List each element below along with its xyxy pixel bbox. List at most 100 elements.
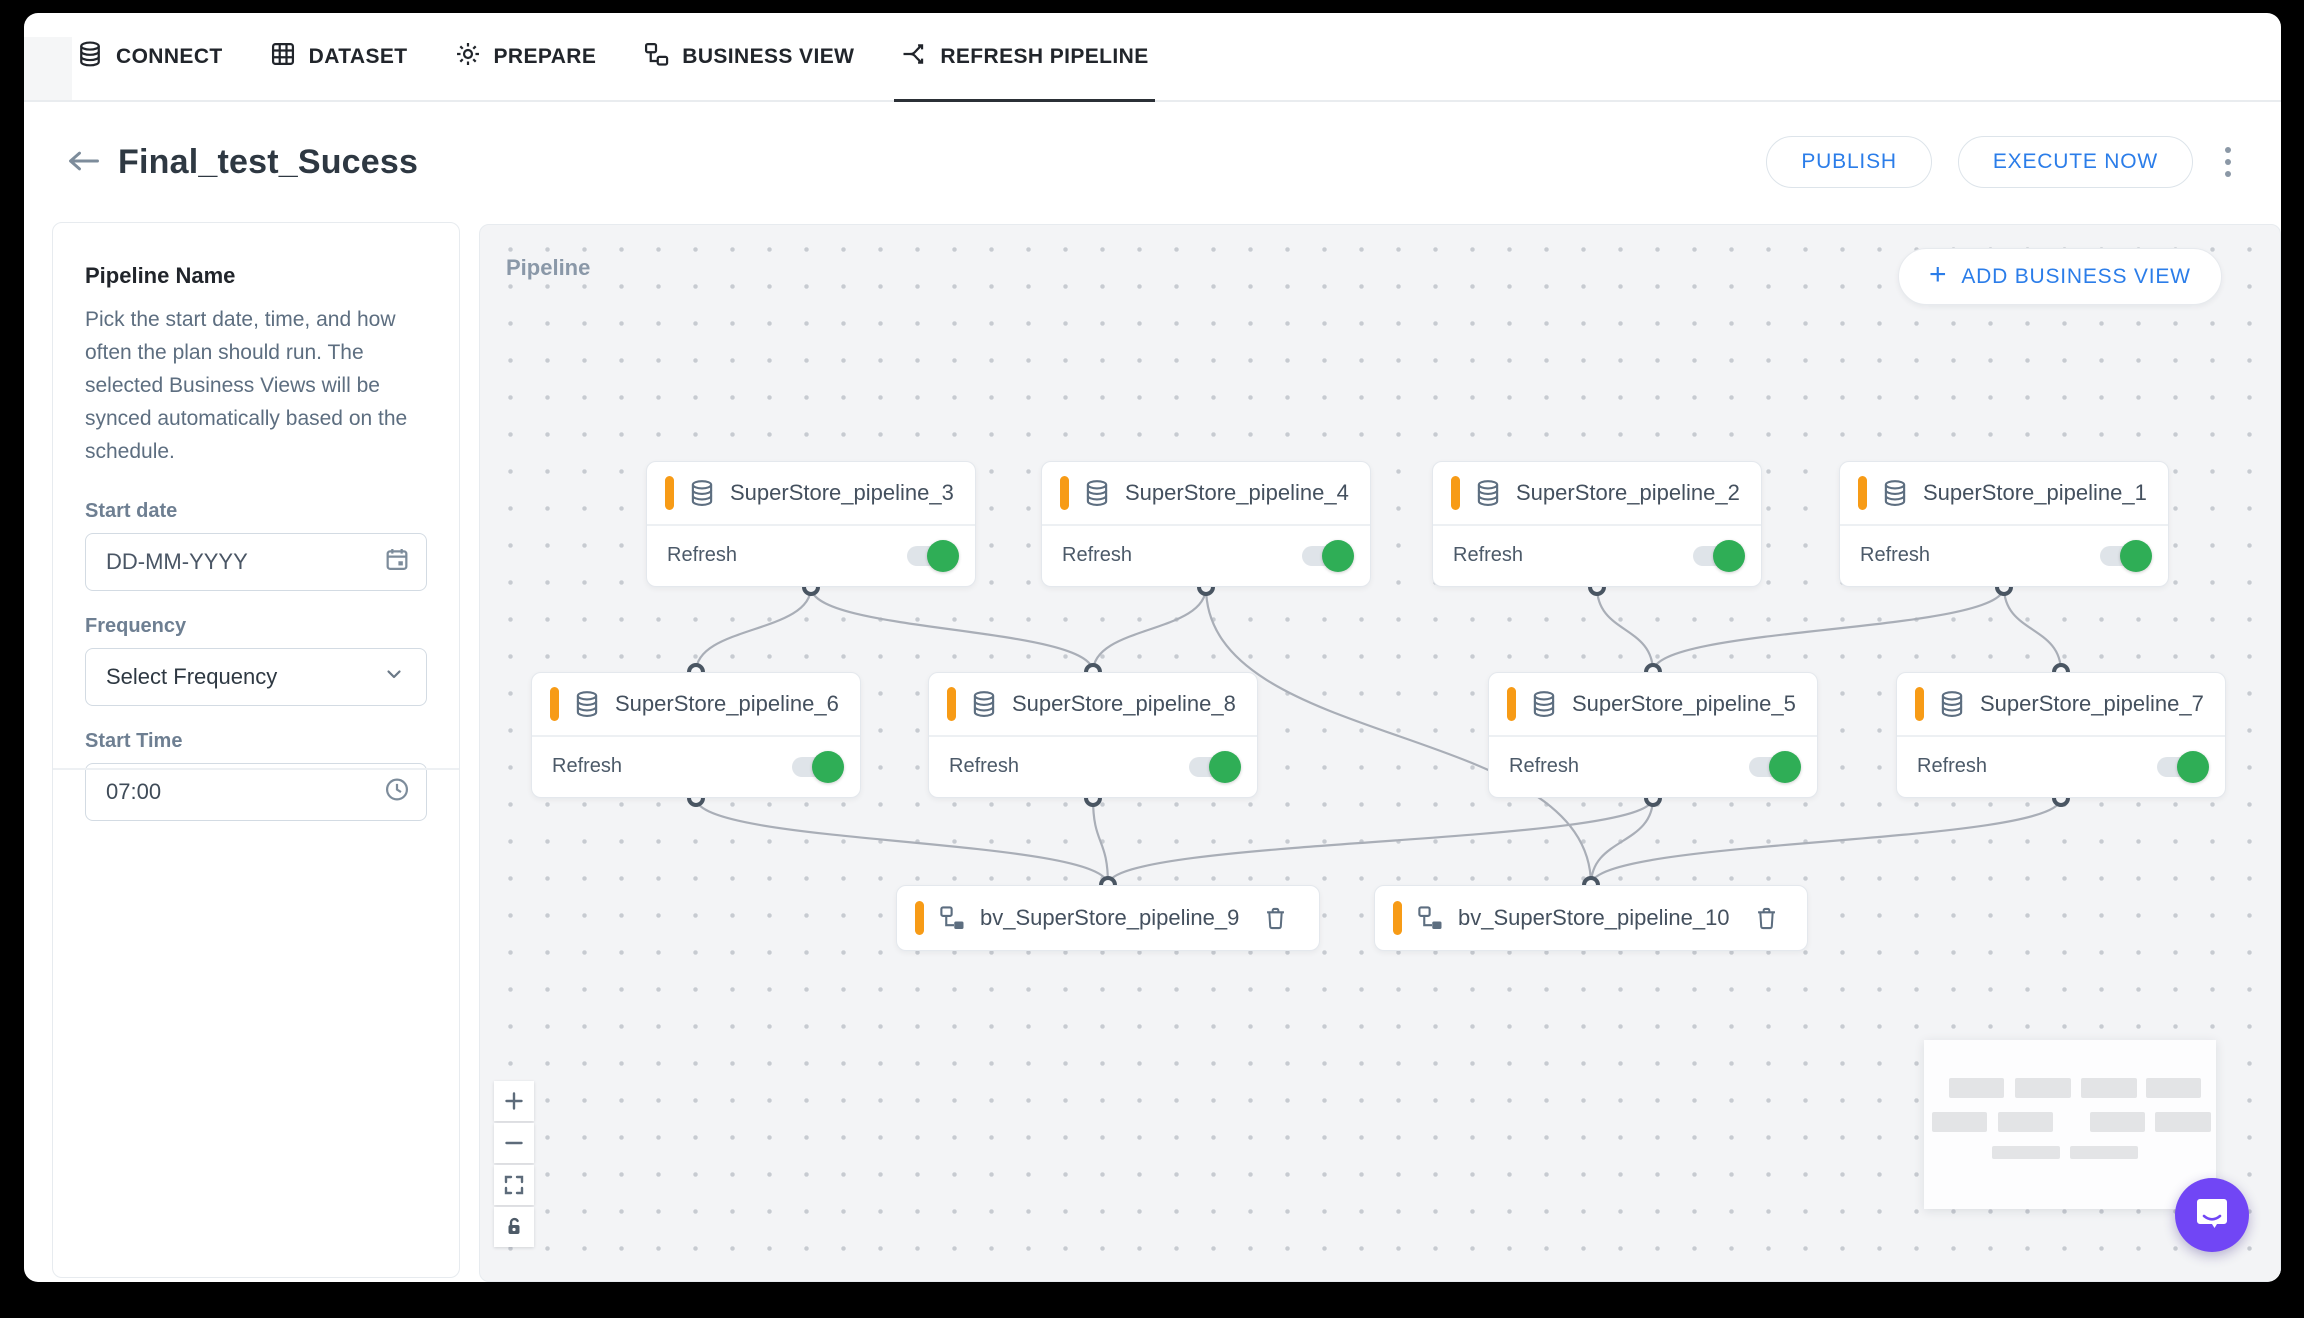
status-pill [1393, 901, 1402, 935]
top-navigation: CONNECT DATASET PREPARE BUSINESS VIEW RE… [24, 13, 2281, 102]
node-title: SuperStore_pipeline_5 [1572, 691, 1796, 716]
database-icon [76, 40, 104, 74]
dataset-icon [1082, 478, 1112, 508]
execute-now-button[interactable]: EXECUTE NOW [1957, 136, 2193, 188]
frequency-label: Frequency [85, 615, 187, 637]
start-time-label: Start Time [85, 730, 183, 752]
refresh-toggle[interactable] [792, 750, 844, 783]
toggle-knob [1769, 750, 1801, 783]
tab-refresh-pipeline[interactable]: REFRESH PIPELINE [894, 13, 1155, 102]
node-title: SuperStore_pipeline_1 [1923, 480, 2147, 505]
minimap-node [2015, 1078, 2071, 1098]
tab-connect[interactable]: CONNECT [76, 13, 223, 100]
frequency-select[interactable]: Select Frequency [85, 648, 427, 706]
pipeline-canvas[interactable]: Pipeline + ADD BUSINESS VIEW SuperStore_… [479, 224, 2281, 1282]
sitemap-icon [642, 40, 670, 74]
business-view-node[interactable]: bv_SuperStore_pipeline_10 [1374, 885, 1808, 951]
pipeline-icon [900, 40, 928, 74]
refresh-toggle[interactable] [907, 539, 959, 572]
sidebar-divider [53, 768, 459, 770]
table-icon [269, 40, 297, 74]
refresh-label: Refresh [1453, 544, 1524, 566]
dataset-icon [687, 478, 717, 508]
refresh-toggle[interactable] [1302, 539, 1354, 572]
delete-node-button[interactable] [1753, 905, 1780, 932]
clock-icon[interactable] [383, 776, 411, 809]
status-pill [550, 687, 559, 721]
sidebar-description: Pick the start date, time, and how often… [85, 308, 408, 463]
minimap-node [2146, 1078, 2201, 1098]
zoom-in-button[interactable] [494, 1081, 534, 1121]
lock-button[interactable] [494, 1207, 534, 1247]
refresh-toggle[interactable] [1749, 750, 1801, 783]
nav-left-sliver [24, 37, 72, 100]
minimap-node [1949, 1078, 2004, 1098]
status-pill [947, 687, 956, 721]
tab-label: CONNECT [116, 44, 223, 68]
node-title: SuperStore_pipeline_3 [730, 480, 954, 505]
tab-label: DATASET [308, 44, 408, 68]
node-title: SuperStore_pipeline_2 [1516, 480, 1740, 505]
more-options-button[interactable] [2219, 141, 2237, 183]
zoom-out-button[interactable] [494, 1123, 534, 1163]
toggle-knob [927, 539, 959, 572]
status-pill [915, 901, 924, 935]
status-pill [1451, 476, 1460, 510]
toggle-knob [1209, 750, 1241, 783]
refresh-toggle[interactable] [2157, 750, 2209, 783]
fit-view-button[interactable] [494, 1165, 534, 1205]
add-business-view-label: ADD BUSINESS VIEW [1961, 264, 2191, 288]
publish-button[interactable]: PUBLISH [1766, 136, 1932, 188]
canvas-title: Pipeline [506, 255, 591, 280]
status-pill [1858, 476, 1867, 510]
sidebar-heading: Pipeline Name [85, 263, 236, 288]
minimap-node [2090, 1112, 2145, 1132]
refresh-label: Refresh [552, 755, 623, 777]
node-divider [1897, 735, 2225, 737]
node-title: SuperStore_pipeline_8 [1012, 691, 1236, 716]
status-pill [665, 476, 674, 510]
refresh-label: Refresh [949, 755, 1020, 777]
tab-prepare[interactable]: PREPARE [454, 13, 597, 100]
chat-launcher-button[interactable] [2175, 1178, 2249, 1252]
refresh-label: Refresh [1917, 755, 1988, 777]
node-divider [532, 735, 860, 737]
delete-node-button[interactable] [1262, 905, 1289, 932]
dataset-icon [572, 689, 602, 719]
refresh-toggle[interactable] [2100, 539, 2152, 572]
node-title: SuperStore_pipeline_6 [615, 691, 839, 716]
start-time-input[interactable] [85, 763, 427, 821]
minimap[interactable] [1924, 1040, 2216, 1209]
start-date-input[interactable] [85, 533, 427, 591]
node-title: SuperStore_pipeline_4 [1125, 480, 1349, 505]
minimap-node [2155, 1112, 2211, 1132]
refresh-label: Refresh [1062, 544, 1133, 566]
back-button[interactable] [62, 140, 106, 184]
tab-dataset[interactable]: DATASET [269, 13, 408, 100]
minimap-node [2070, 1146, 2138, 1159]
frequency-value: Select Frequency [106, 664, 278, 689]
refresh-toggle[interactable] [1189, 750, 1241, 783]
node-divider [1840, 524, 2168, 526]
refresh-toggle[interactable] [1693, 539, 1745, 572]
business-view-node[interactable]: bv_SuperStore_pipeline_9 [896, 885, 1320, 951]
business-view-icon [937, 903, 967, 933]
add-business-view-button[interactable]: + ADD BUSINESS VIEW [1898, 248, 2222, 305]
calendar-icon[interactable] [383, 546, 411, 579]
dataset-icon [1880, 478, 1910, 508]
refresh-label: Refresh [667, 544, 738, 566]
dataset-icon [1473, 478, 1503, 508]
status-pill [1915, 687, 1924, 721]
page-header: Final_test_Sucess PUBLISH EXECUTE NOW [24, 102, 2281, 222]
gear-icon [454, 40, 482, 74]
tab-business-view[interactable]: BUSINESS VIEW [642, 13, 854, 100]
